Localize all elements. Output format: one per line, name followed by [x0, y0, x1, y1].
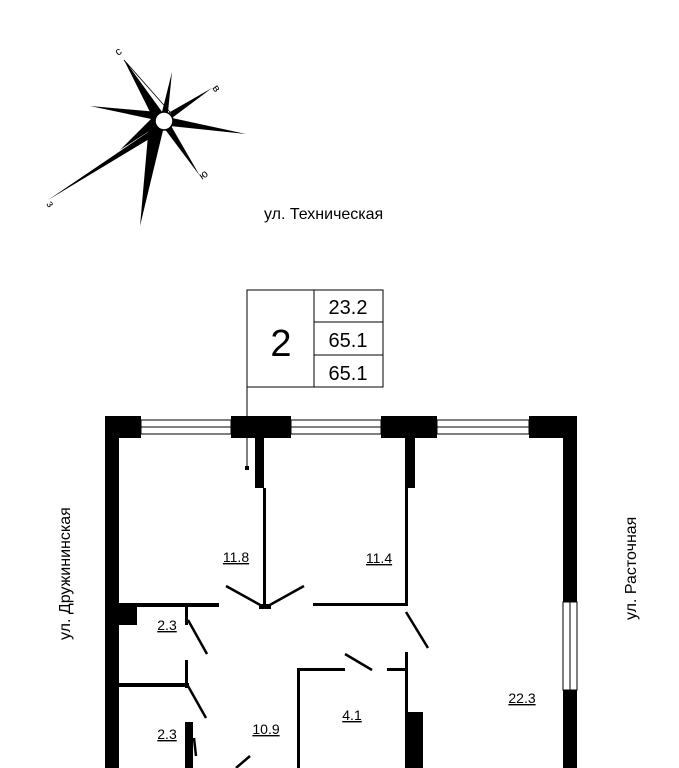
bath-1-area: 2.3	[157, 617, 177, 633]
storage-area: 4.1	[342, 707, 362, 723]
total-area-value: 65.1	[329, 330, 368, 352]
window-top-2	[290, 419, 382, 435]
window-top-1	[140, 419, 232, 435]
summary-table: 2 23.2 65.1 65.1	[245, 289, 384, 470]
room-labels: 11.8 11.4 22.3 2.3 2.3 10.9 4.1	[157, 549, 536, 742]
kitchen-living-area: 22.3	[508, 690, 535, 706]
walls	[105, 416, 578, 768]
total-area-balcony-value: 65.1	[329, 363, 368, 385]
doors	[186, 584, 430, 768]
window-right	[562, 601, 578, 691]
rooms-count: 2	[270, 323, 291, 365]
compass-north-label: с	[113, 45, 125, 58]
room-1-area: 11.8	[223, 549, 249, 565]
room-2-area: 11.4	[366, 550, 392, 566]
compass-west-label: з	[44, 199, 57, 210]
compass-rose: с в ю з	[44, 45, 246, 226]
street-top-label: ул. Техническая	[264, 206, 383, 223]
bath-2-area: 2.3	[157, 726, 177, 742]
compass-south-label: ю	[197, 168, 211, 183]
street-right-label: ул. Расточная	[623, 517, 640, 620]
living-area-value: 23.2	[329, 297, 368, 319]
street-left-label: ул. Дружининская	[57, 507, 74, 640]
compass-east-label: в	[210, 83, 223, 95]
hall-area: 10.9	[252, 721, 279, 737]
window-top-3	[436, 419, 530, 435]
